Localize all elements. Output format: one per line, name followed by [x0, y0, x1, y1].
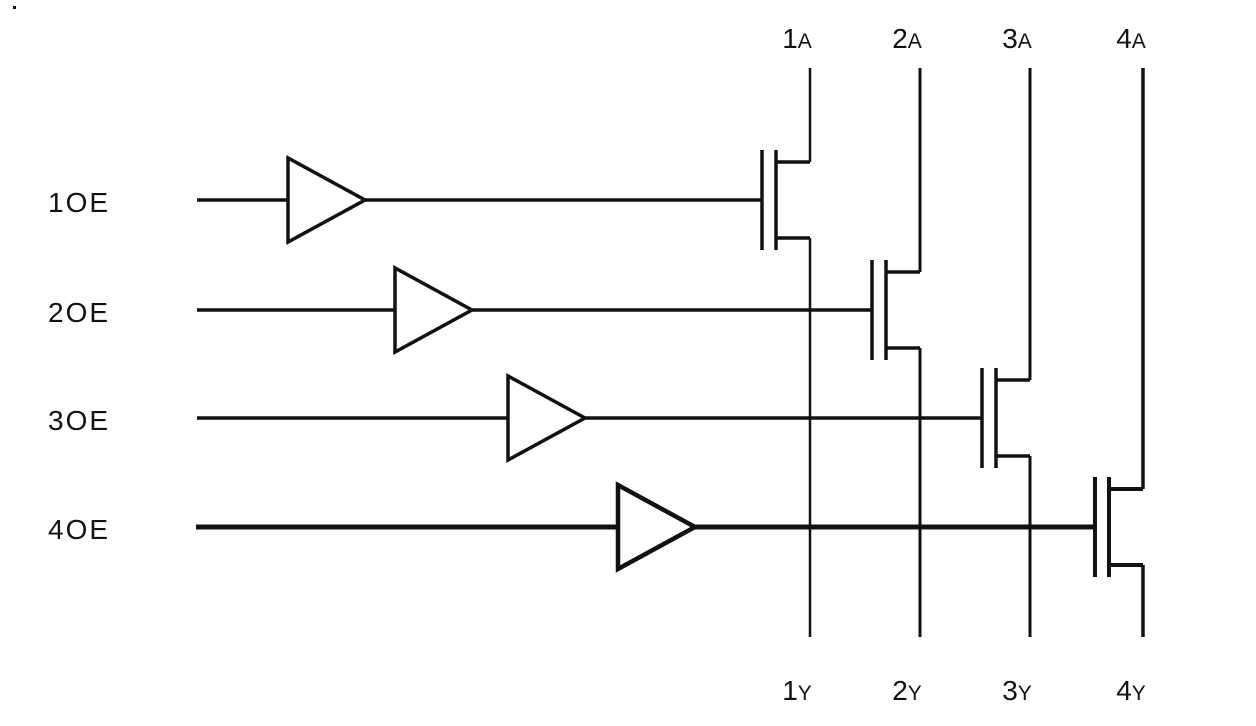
- stray-mark: [13, 6, 16, 9]
- top-pin-letter-1: A: [798, 30, 812, 53]
- top-pin-letter-3: A: [1018, 30, 1032, 53]
- bottom-pin-number-4: 4: [1116, 675, 1132, 706]
- bottom-pin-letter-1: Y: [798, 682, 812, 705]
- top-pin-label-3: 3A: [1002, 23, 1032, 54]
- top-pin-label-4: 4A: [1116, 23, 1146, 54]
- bottom-pin-number-3: 3: [1002, 675, 1018, 706]
- channel-2: [197, 68, 922, 637]
- buffer-icon-1: [286, 155, 369, 245]
- bottom-pin-label-1: 1Y: [782, 675, 812, 706]
- channel-3: [197, 68, 1032, 637]
- bottom-pin-label-3: 3Y: [1002, 675, 1032, 706]
- top-pin-label-1: 1A: [782, 23, 812, 54]
- bottom-pin-label-4: 4Y: [1116, 675, 1146, 706]
- bottom-pin-letter-4: Y: [1132, 682, 1146, 705]
- buffer-icon-2: [393, 265, 476, 355]
- top-pin-label-2: 2A: [892, 23, 922, 54]
- top-pin-number-1: 1: [782, 23, 798, 54]
- top-pin-number-4: 4: [1116, 23, 1132, 54]
- buffer-icon-4: [615, 481, 700, 573]
- bottom-pin-number-2: 2: [892, 675, 908, 706]
- channel-4: [196, 68, 1145, 637]
- enable-label-2: 2OE: [48, 297, 110, 328]
- buffer-icon-3: [506, 373, 589, 463]
- top-pin-letter-2: A: [908, 30, 922, 53]
- bottom-pin-number-1: 1: [782, 675, 798, 706]
- channel-1: [197, 68, 812, 637]
- bottom-pin-letter-3: Y: [1018, 682, 1032, 705]
- top-pin-letter-4: A: [1132, 30, 1146, 53]
- top-pin-number-3: 3: [1002, 23, 1018, 54]
- enable-label-3: 3OE: [48, 405, 110, 436]
- bottom-pin-label-2: 2Y: [892, 675, 922, 706]
- top-pin-number-2: 2: [892, 23, 908, 54]
- enable-label-1: 1OE: [48, 187, 110, 218]
- enable-label-4: 4OE: [48, 514, 110, 545]
- bottom-pin-letter-2: Y: [908, 682, 922, 705]
